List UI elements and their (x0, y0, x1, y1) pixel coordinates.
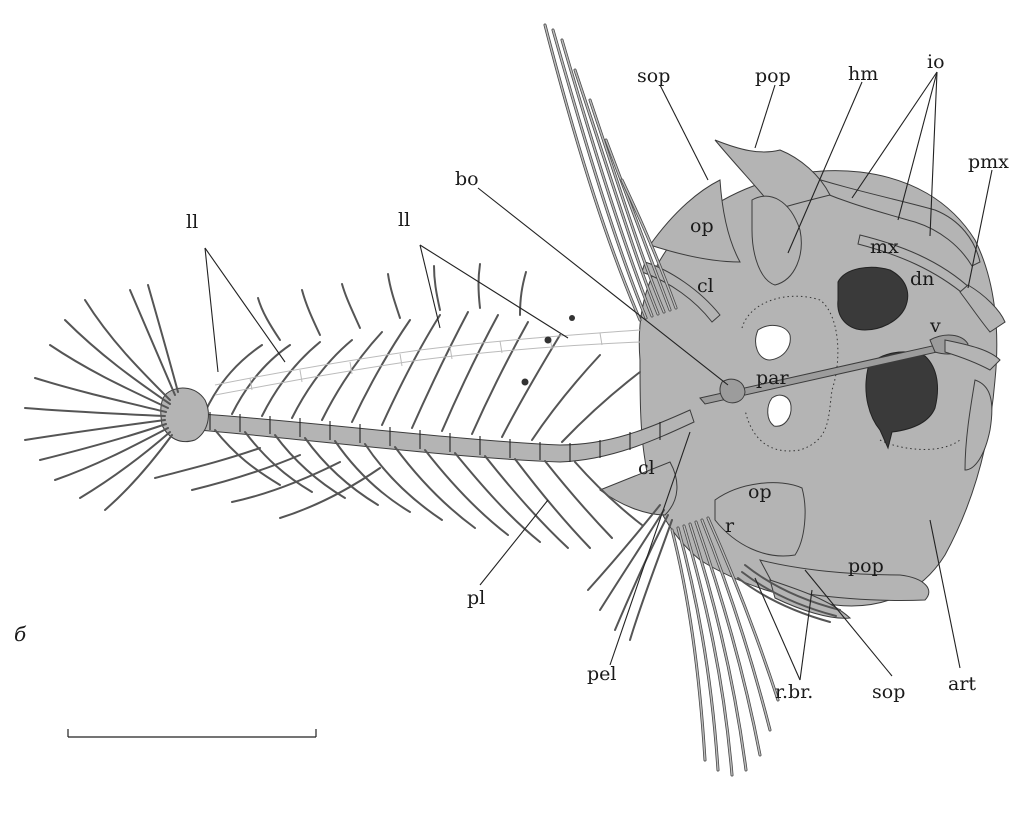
label-pop-top: pop (755, 65, 791, 87)
skull (600, 140, 1005, 618)
label-io: io (927, 51, 945, 73)
vertebral-column (175, 410, 694, 462)
scale-bar (68, 729, 316, 737)
label-hm: hm (848, 63, 878, 85)
label-r: r (725, 515, 735, 537)
label-cl-bottom: cl (638, 457, 655, 479)
label-r-br: r.br. (775, 681, 813, 703)
label-pop-bottom: pop (848, 555, 884, 577)
panel-label: б (14, 622, 27, 646)
label-cl-top: cl (697, 275, 714, 297)
label-mx: mx (870, 236, 899, 258)
label-ll-left: ll (186, 211, 198, 233)
label-sop-top: sop (637, 65, 670, 87)
label-art: art (948, 673, 976, 695)
label-pel: pel (587, 663, 616, 685)
label-pmx: pmx (968, 151, 1009, 173)
label-sop-bottom: sop (872, 681, 905, 703)
label-op-bottom: op (748, 481, 772, 503)
label-v: v (929, 315, 941, 337)
basioccipital (720, 379, 745, 403)
label-dn: dn (910, 268, 934, 290)
label-ll-right: ll (398, 209, 410, 231)
label-op-top: op (690, 215, 714, 237)
label-pl: pl (467, 587, 485, 609)
label-bo: bo (455, 168, 479, 190)
label-par: par (756, 367, 789, 389)
dorsal-fin-soft-rays (258, 264, 526, 340)
caudal-fin (25, 285, 208, 510)
